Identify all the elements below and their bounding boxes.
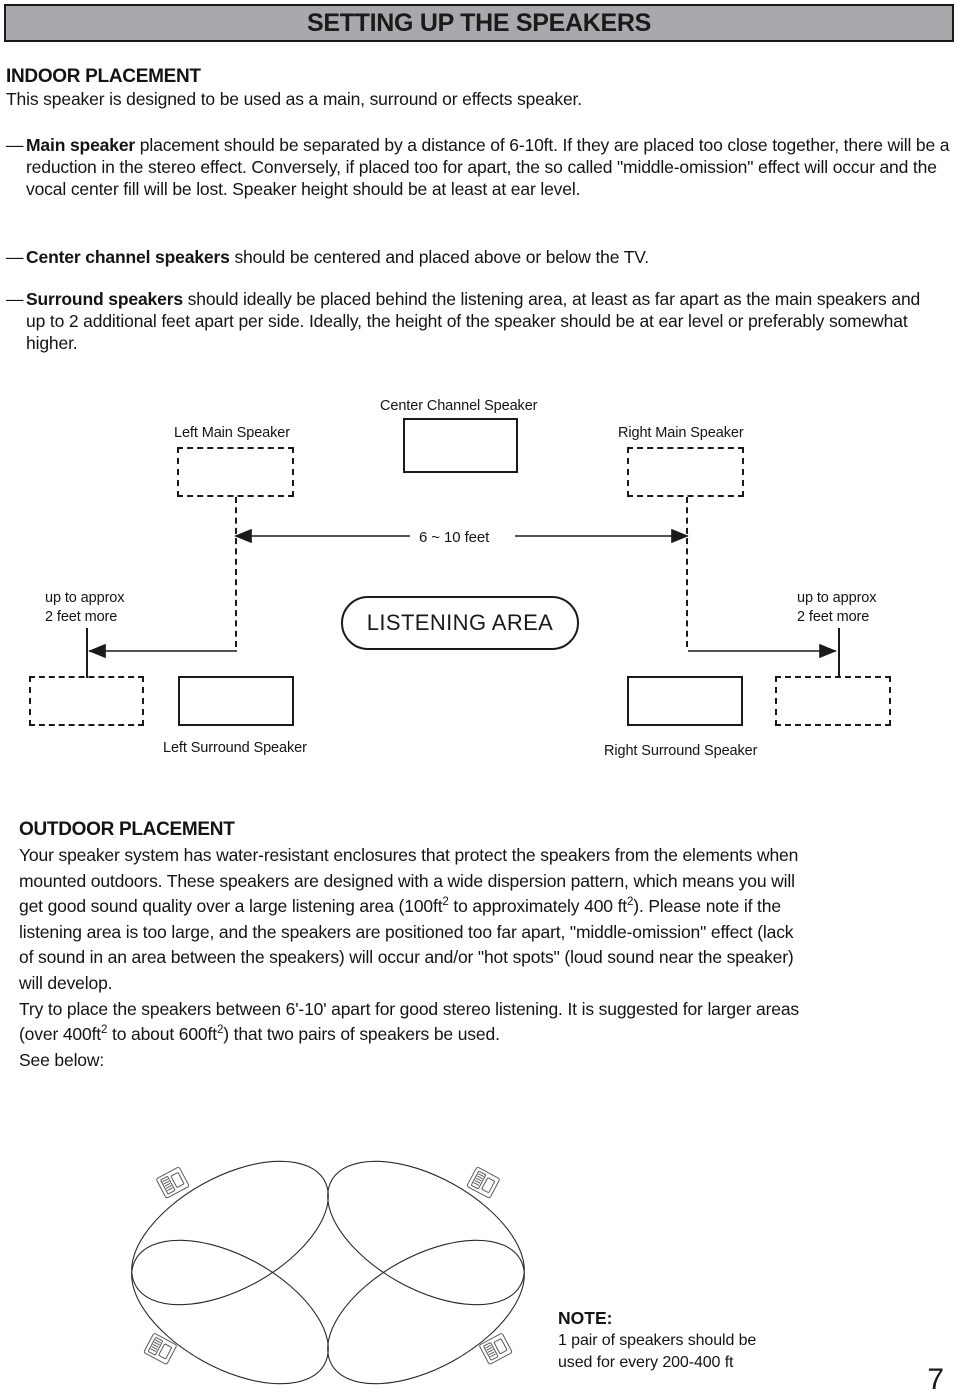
bullet-surround-speakers-text: Surround speakers should ideally be plac… <box>26 288 926 355</box>
left-surround-speaker-box <box>178 676 294 726</box>
outdoor-p1-superscript-2: 2 <box>627 896 634 909</box>
outdoor-p2-part-b: to about 600ft <box>107 1024 217 1045</box>
right-main-drop-line <box>686 497 688 647</box>
speaker-icon-upper-right <box>466 1166 500 1199</box>
page-title: SETTING UP THE SPEAKERS <box>306 8 652 37</box>
bullet-main-speaker: — Main speaker placement should be separ… <box>6 134 951 201</box>
outdoor-paragraph-3: See below: <box>19 1049 105 1070</box>
left-surround-offset-box <box>29 676 144 726</box>
speaker-icon-lower-left <box>143 1333 177 1365</box>
bullet-surround-speakers-lead: Surround speakers <box>26 289 183 309</box>
speaker-placement-diagram: Center Channel Speaker Left Main Speaker… <box>0 385 962 770</box>
note-block: NOTE: 1 pair of speakers should be used … <box>558 1307 888 1375</box>
outdoor-paragraph-2: Try to place the speakers between 6'-10'… <box>19 997 809 1048</box>
bullet-center-channel-body: should be centered and placed above or b… <box>229 247 649 267</box>
dispersion-lobe-upper-right <box>327 1160 525 1306</box>
speaker-icon-lower-right <box>479 1333 513 1365</box>
dispersion-lobe-lower-right <box>327 1239 525 1385</box>
outdoor-dispersion-figure <box>131 1160 525 1385</box>
bullet-main-speaker-text: Main speaker placement should be separat… <box>26 134 951 201</box>
outdoor-p1-part-c: ). Please note if the listening area is … <box>19 896 794 993</box>
bullet-surround-speakers: — Surround speakers should ideally be pl… <box>6 288 951 355</box>
outdoor-p2-part-a: Try to place the speakers between 6'-10'… <box>19 998 800 1045</box>
right-offset-tick-line <box>838 628 840 678</box>
indoor-placement-heading: INDOOR PLACEMENT <box>6 66 201 87</box>
page-header-banner: SETTING UP THE SPEAKERS <box>4 4 954 42</box>
center-channel-speaker-label: Center Channel Speaker <box>380 398 538 414</box>
outdoor-p2-superscript-2: 2 <box>216 1024 224 1037</box>
note-line-1: 1 pair of speakers should be <box>558 1331 757 1349</box>
main-speaker-distance-arrow <box>234 528 689 544</box>
listening-area-shape: LISTENING AREA <box>341 596 579 650</box>
bullet-dash-icon: — <box>6 289 24 309</box>
outdoor-p1-part-a: Your speaker system has water-resistant … <box>19 845 799 917</box>
right-surround-speaker-label: Right Surround Speaker <box>604 743 758 759</box>
bullet-center-channel-text: Center channel speakers should be center… <box>26 246 649 268</box>
center-channel-speaker-box <box>403 418 518 473</box>
left-surround-offset-arrow <box>88 643 237 659</box>
bullet-center-channel: — Center channel speakers should be cent… <box>6 246 951 268</box>
dispersion-lobe-upper-left <box>131 1160 329 1306</box>
left-offset-tick-line <box>86 628 88 678</box>
bullet-surround-speakers-body: should ideally be placed behind the list… <box>26 289 921 354</box>
left-main-speaker-label: Left Main Speaker <box>174 425 290 441</box>
note-line-2: used for every 200-400 ft <box>558 1354 734 1372</box>
right-main-speaker-box <box>627 447 744 497</box>
bullet-main-speaker-body: placement should be separated by a dista… <box>26 135 950 200</box>
dispersion-lobe-lower-left <box>131 1239 329 1385</box>
left-offset-label-line2: 2 feet more <box>45 609 118 625</box>
outdoor-placement-body: Your speaker system has water-resistant … <box>19 843 809 1073</box>
main-speaker-distance-label: 6 ~ 10 feet <box>419 529 490 546</box>
bullet-dash-icon: — <box>6 247 24 267</box>
bullet-center-channel-lead: Center channel speakers <box>26 247 230 267</box>
right-offset-label-line1: up to approx <box>797 590 877 606</box>
left-main-drop-line <box>235 497 237 647</box>
right-surround-offset-arrow <box>688 643 837 659</box>
note-title: NOTE: <box>558 1308 613 1328</box>
outdoor-paragraph-1: Your speaker system has water-resistant … <box>19 843 809 997</box>
outdoor-placement-heading: OUTDOOR PLACEMENT <box>19 819 235 840</box>
bullet-main-speaker-lead: Main speaker <box>26 135 136 155</box>
outdoor-p2-superscript-1: 2 <box>101 1024 108 1037</box>
right-main-speaker-label: Right Main Speaker <box>618 425 744 441</box>
page-number: 7 <box>927 1363 944 1396</box>
outdoor-p1-superscript-1: 2 <box>442 896 449 909</box>
indoor-intro-text: This speaker is designed to be used as a… <box>6 89 582 109</box>
right-offset-label-line2: 2 feet more <box>797 609 870 625</box>
outdoor-p1-part-b: to approximately 400 ft <box>448 896 627 917</box>
right-surround-offset-box <box>775 676 891 726</box>
listening-area-label: LISTENING AREA <box>366 610 554 635</box>
outdoor-p2-part-c: ) that two pairs of speakers be used. <box>223 1024 500 1045</box>
left-main-speaker-box <box>177 447 294 497</box>
right-surround-speaker-box <box>627 676 743 726</box>
bullet-dash-icon: — <box>6 135 24 155</box>
left-surround-speaker-label: Left Surround Speaker <box>163 740 307 756</box>
left-offset-label-line1: up to approx <box>45 590 125 606</box>
speaker-icon-upper-left <box>156 1166 190 1199</box>
